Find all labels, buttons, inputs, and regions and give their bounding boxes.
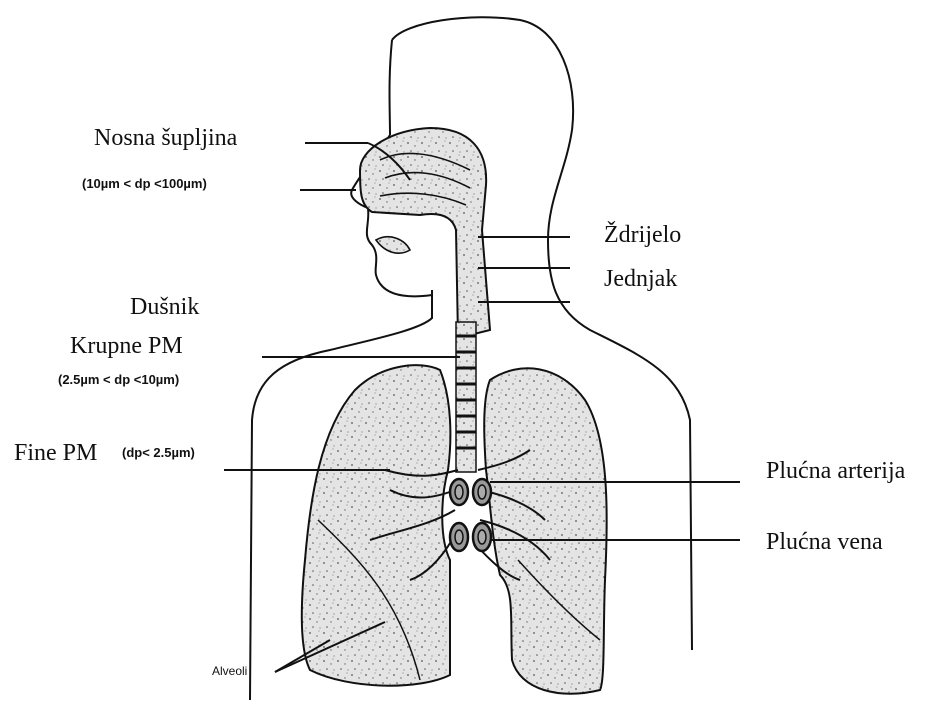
label-coarse-range: (2.5µm < dp <10µm): [58, 372, 179, 387]
label-pharynx: Ždrijelo: [604, 222, 681, 249]
pulmonary-vessels: [450, 479, 491, 551]
label-trachea: Dušnik: [130, 294, 199, 321]
label-alveoli: Alveoli: [212, 664, 247, 678]
label-fine-range: (dp< 2.5µm): [122, 445, 195, 460]
label-pulmonary-artery: Plućna arterija: [766, 458, 905, 485]
label-nasal-cavity: Nosna šupljina: [94, 125, 237, 152]
label-esophagus: Jednjak: [604, 266, 677, 293]
label-coarse-pm: Krupne PM: [70, 333, 183, 360]
label-nasal-range: (10µm < dp <100µm): [82, 176, 207, 191]
right-lung: [484, 368, 607, 693]
trachea-rings: [456, 322, 476, 472]
nasal-cavity: [360, 128, 490, 338]
label-pulmonary-vein: Plućna vena: [766, 529, 883, 556]
label-fine-pm: Fine PM: [14, 440, 97, 467]
